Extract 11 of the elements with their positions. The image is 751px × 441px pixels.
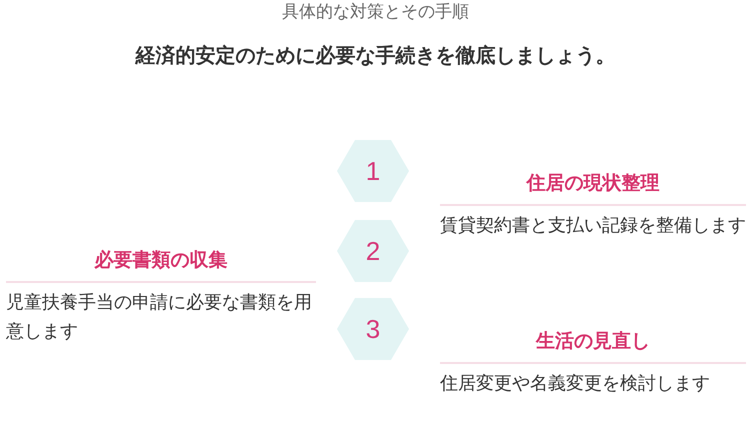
step-heading: 必要書類の収集	[94, 248, 228, 273]
step-description: 児童扶養手当の申請に必要な書類を用意します	[6, 291, 313, 344]
number-hexagon: 3	[337, 298, 409, 360]
step-heading: 生活の見直し	[536, 329, 650, 354]
step-heading: 住居の現状整理	[526, 171, 660, 196]
step-description: 賃貸契約書と支払い記録を整備します	[440, 214, 746, 238]
title: 経済的安定のために必要な手続きを徹底しましょう。	[134, 42, 616, 69]
subtitle: 具体的な対策とその手順	[281, 1, 470, 23]
number-hexagon: 2	[337, 220, 409, 282]
step-description: 住居変更や名義変更を検討します	[440, 372, 711, 396]
number-hexagon: 1	[337, 140, 409, 202]
